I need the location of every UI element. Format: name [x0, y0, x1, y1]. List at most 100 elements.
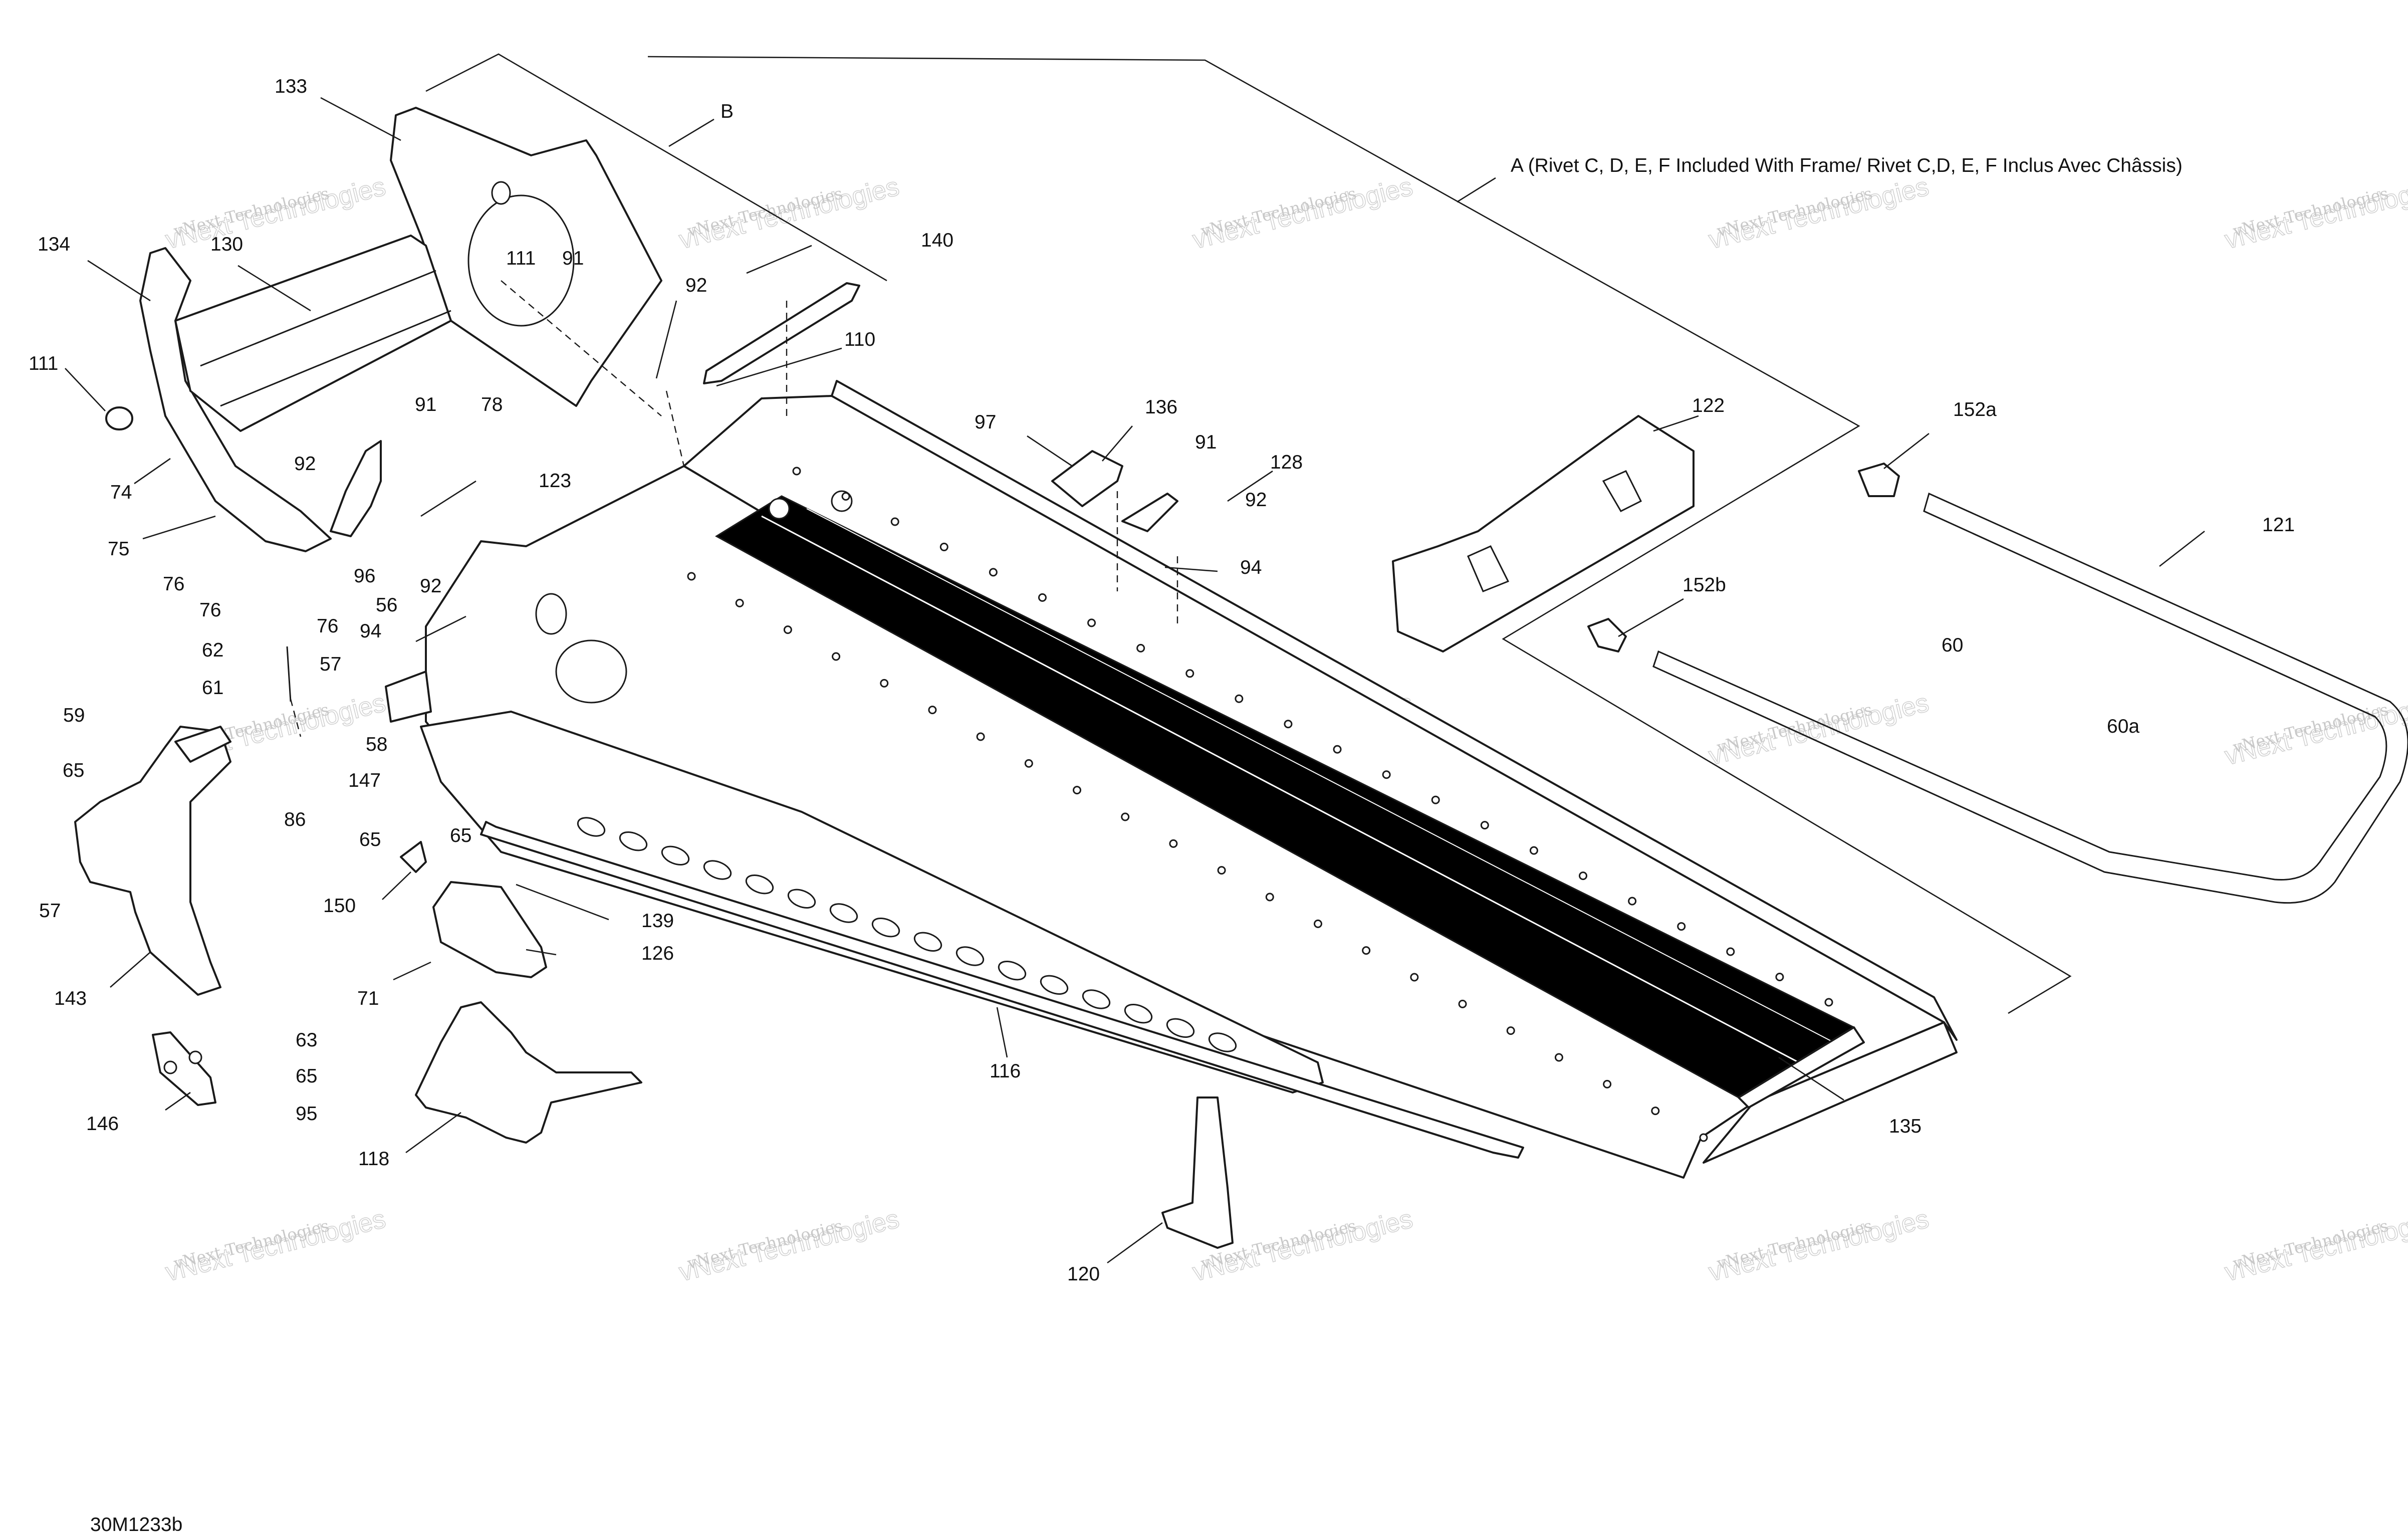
rivet-hole [1362, 946, 1371, 955]
rivet-hole [735, 598, 744, 607]
callout-91a: 91 [562, 248, 584, 269]
callout-57b: 57 [39, 900, 61, 922]
callout-143: 143 [54, 988, 87, 1009]
rivet-hole [1651, 1107, 1660, 1116]
callout-63: 63 [296, 1029, 317, 1051]
crossmember-130 [174, 235, 452, 432]
rivet-hole [1087, 618, 1096, 627]
rivet-hole [1185, 669, 1194, 678]
callout-75: 75 [108, 538, 129, 560]
callout-134: 134 [38, 234, 70, 255]
callout-58: 58 [366, 734, 387, 755]
callout-97: 97 [975, 411, 996, 433]
running-board-cutout [577, 817, 606, 837]
running-board-cutout [871, 917, 900, 938]
rivet-hole [1579, 871, 1588, 881]
rear-cover [1738, 1026, 1865, 1109]
bracket-120 [1161, 1096, 1234, 1249]
running-board-cutout [829, 903, 858, 923]
rivet-hole [976, 732, 985, 741]
callout-94a: 94 [360, 620, 381, 642]
running-board-cutout [1166, 1018, 1195, 1038]
callout-152b: 152b [1682, 574, 1726, 596]
small-parts [105, 282, 2408, 1249]
rivet-hole [1169, 839, 1178, 848]
rail-140 [703, 282, 860, 384]
callout-62: 62 [202, 639, 223, 661]
rivet-hole [1410, 973, 1419, 982]
callout-140: 140 [921, 230, 953, 251]
bracket-128 [1121, 493, 1178, 532]
rivet-hole [1506, 1026, 1515, 1035]
rivet-hole [880, 679, 889, 688]
callout-150: 150 [323, 895, 356, 917]
figure-code: 30M1233b [90, 1514, 182, 1535]
running-board-cutout [619, 831, 648, 851]
rivet-hole [1121, 812, 1130, 821]
drive-axle-hole [555, 639, 627, 704]
bracket-136 [1051, 450, 1123, 507]
running-board-cutout [1082, 989, 1111, 1009]
callout-76c: 76 [317, 615, 338, 637]
callout-60a: 60a [2107, 716, 2139, 737]
bracket-92 [330, 440, 382, 537]
rivet-hole [989, 568, 998, 577]
rivet-hole [1628, 897, 1637, 906]
rivet-hole [1024, 759, 1033, 768]
bracket-58-57 [385, 671, 432, 723]
callout-59: 59 [63, 705, 85, 726]
callout-128: 128 [1270, 452, 1303, 473]
callout-122: 122 [1692, 395, 1725, 416]
running-board-cutout [1040, 975, 1069, 995]
callout-65c: 65 [450, 825, 471, 846]
section-label-a: A (Rivet C, D, E, F Included With Frame/… [1511, 155, 2183, 176]
running-board-cutout [998, 960, 1027, 981]
rivet-hole [687, 572, 696, 581]
running-board-cutout [913, 932, 942, 952]
callout-76a: 76 [163, 573, 184, 595]
section-b-bracket [425, 53, 887, 282]
callout-86: 86 [284, 809, 306, 830]
running-board-edge [480, 821, 1524, 1159]
bushing-111 [105, 406, 133, 430]
bracket-146 [152, 1031, 216, 1106]
rivet-hole [1603, 1079, 1612, 1088]
running-board-cutouts [577, 817, 1237, 1052]
pad-126 [432, 881, 547, 978]
rivet-hole [1726, 947, 1735, 956]
running-board-cutout [955, 946, 985, 966]
rivet-hole [1480, 821, 1489, 830]
rivet-hole [928, 706, 937, 715]
rivet-hole [783, 625, 792, 634]
callout-136: 136 [1145, 396, 1177, 418]
rivet-hole [841, 492, 850, 501]
section-a-bracket [647, 56, 2072, 1014]
assembly-lines [290, 280, 1178, 737]
rivet-hole [1265, 893, 1274, 902]
callout-60: 60 [1942, 634, 1963, 656]
front-module [139, 107, 662, 552]
callout-152a: 152a [1953, 399, 1997, 420]
rivet-hole [939, 542, 948, 551]
callout-74: 74 [110, 482, 132, 503]
shield-118 [415, 1001, 642, 1144]
callout-57a: 57 [320, 653, 341, 675]
callout-135: 135 [1889, 1116, 1921, 1137]
callout-92b: 92 [294, 453, 316, 475]
tunnel-rear-flange [1703, 1021, 1958, 1164]
callout-65a: 65 [63, 760, 84, 781]
callout-126: 126 [641, 943, 674, 964]
callout-139: 139 [641, 910, 674, 932]
running-board-cutout [745, 874, 774, 895]
tunnel-right-flange [831, 380, 1958, 1041]
deck-rivet-holes [687, 467, 1833, 1142]
rivet-hole [1458, 999, 1467, 1008]
rivet-hole [1217, 866, 1226, 875]
bracket-59 [174, 726, 231, 763]
